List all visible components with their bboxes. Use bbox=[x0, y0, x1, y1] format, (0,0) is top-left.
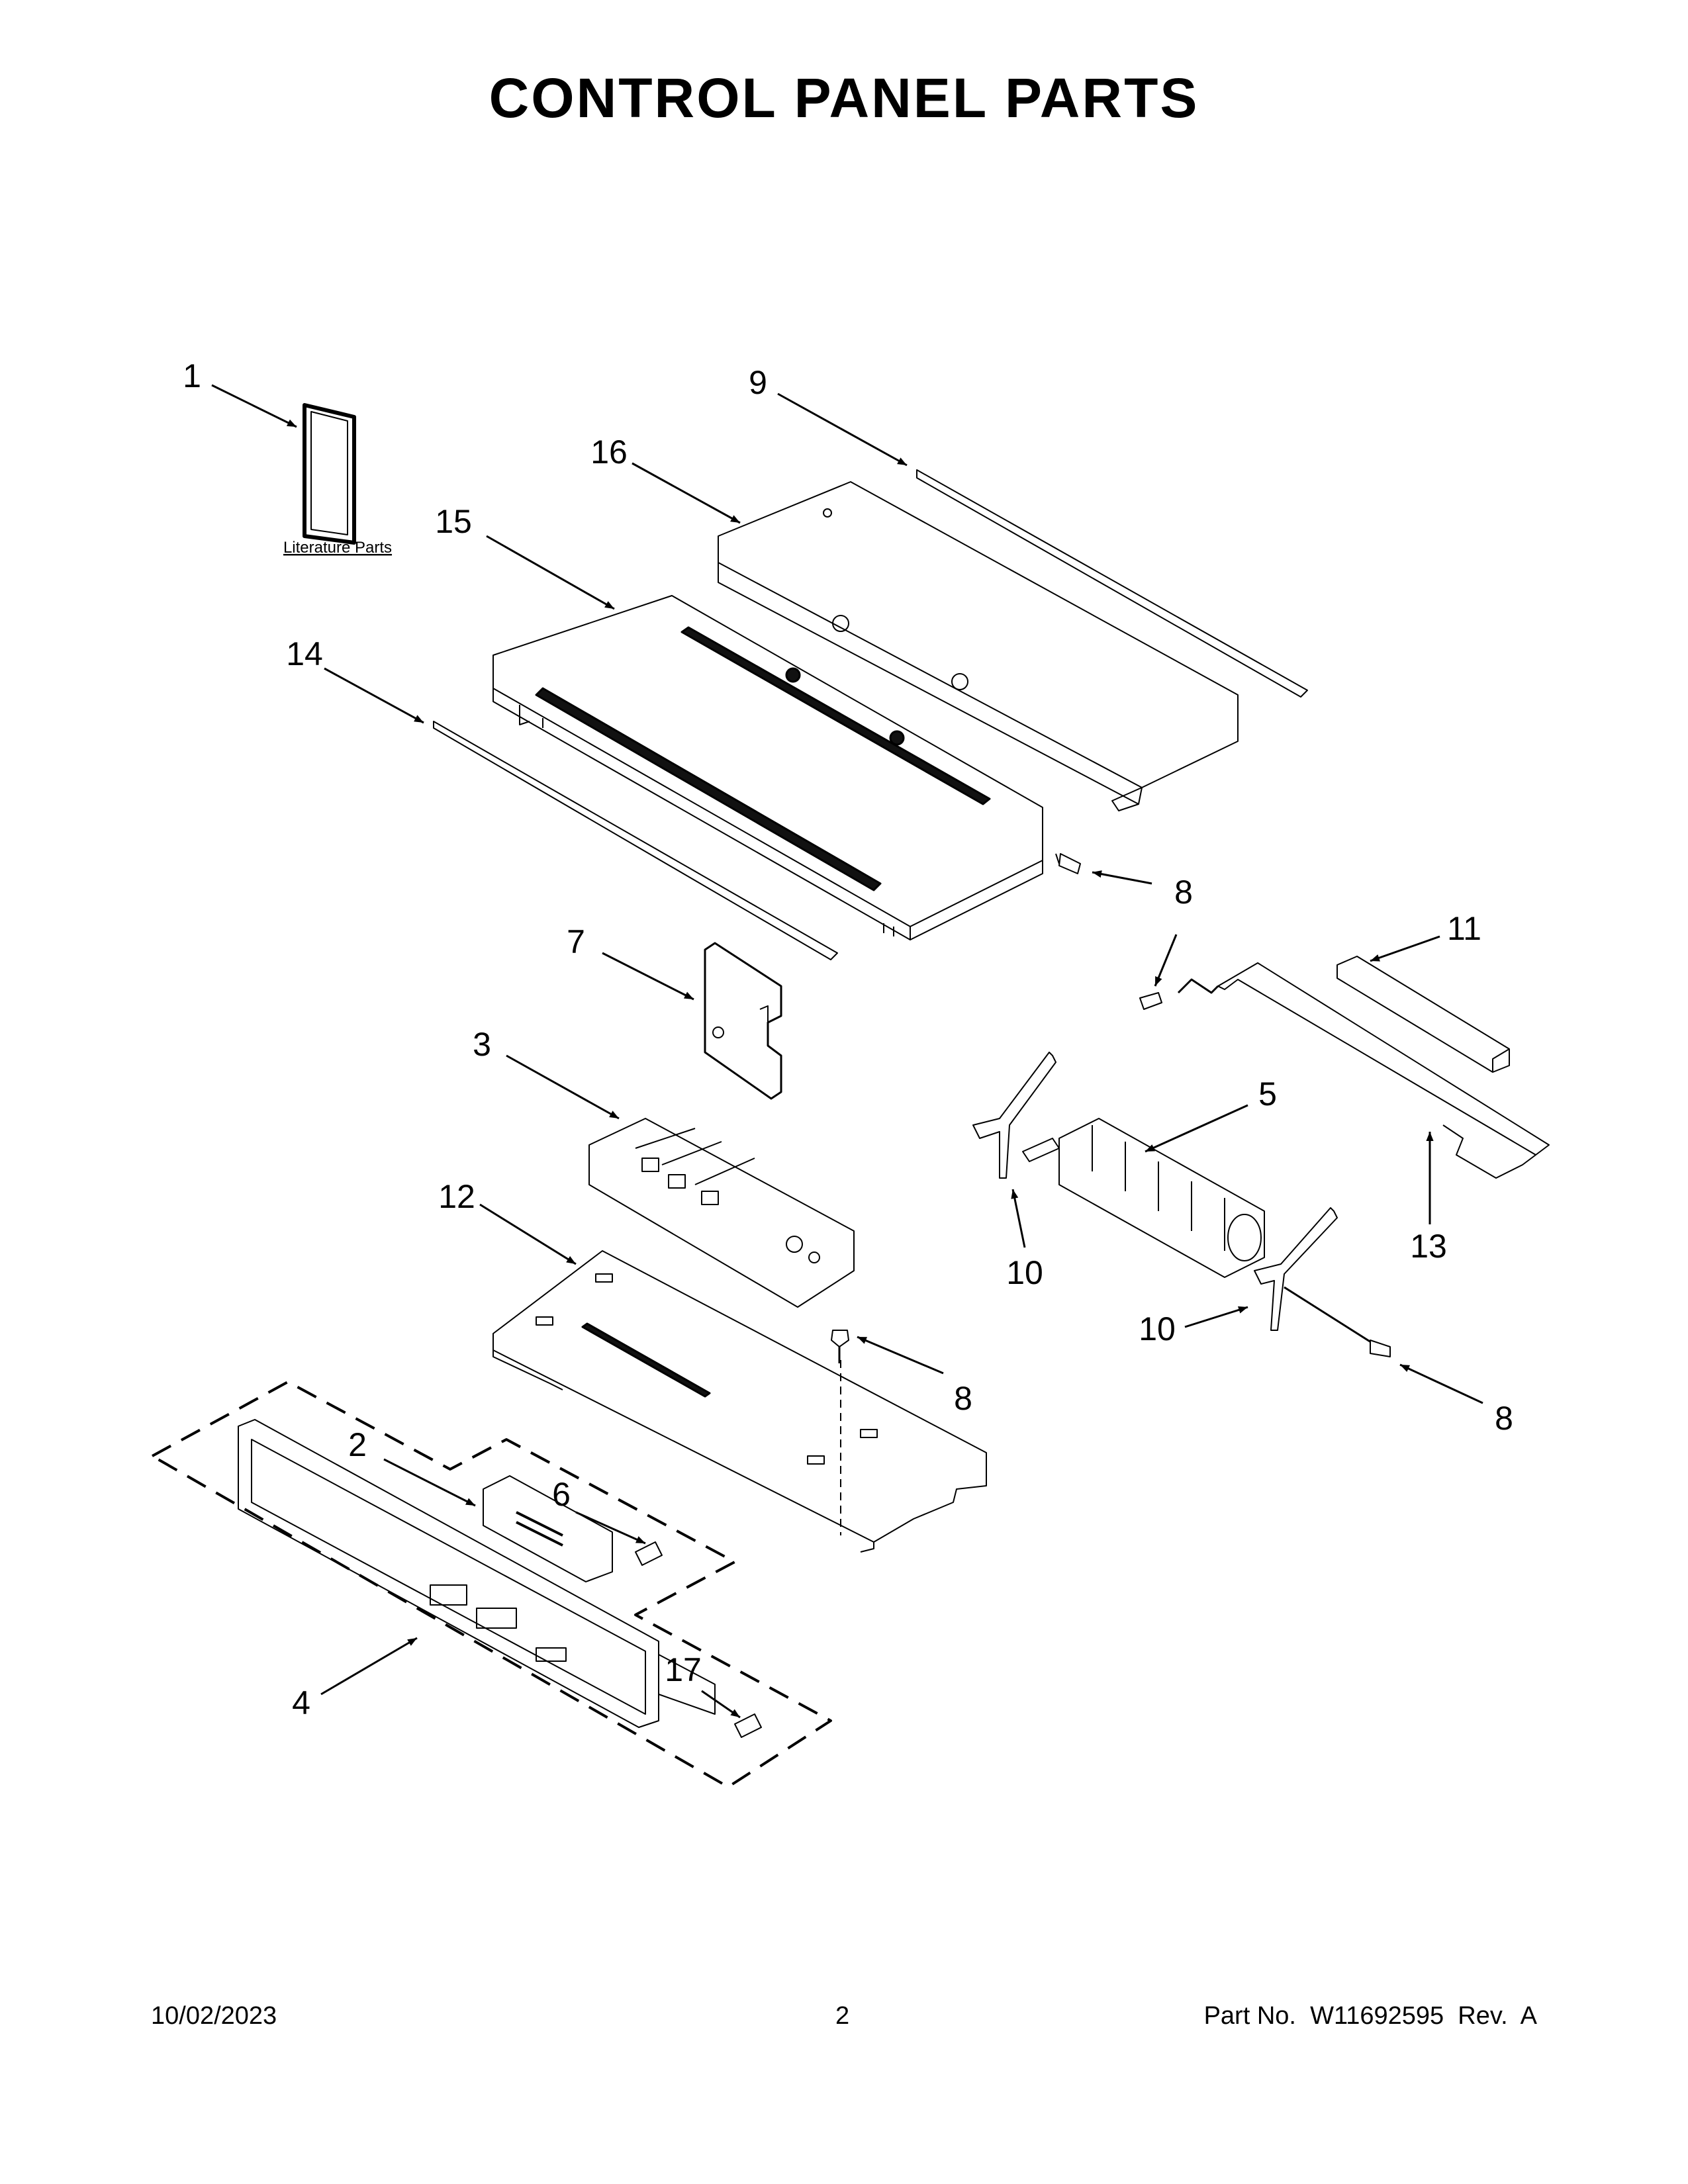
leader-12 bbox=[479, 1203, 577, 1265]
ui-board bbox=[483, 1475, 613, 1582]
callout-16: 16 bbox=[590, 433, 628, 471]
screw-part-8-c bbox=[1370, 1340, 1391, 1357]
callout-12: 12 bbox=[438, 1178, 475, 1215]
insulation-sheet bbox=[704, 942, 782, 1100]
top-gasket-strip bbox=[916, 469, 1308, 698]
leader-4 bbox=[320, 1637, 418, 1696]
callout-8-d: 8 bbox=[954, 1380, 972, 1417]
leader-10-left bbox=[1011, 1189, 1026, 1248]
leader-10-right bbox=[1184, 1306, 1248, 1328]
leader-2 bbox=[383, 1458, 476, 1507]
footer-page-number: 2 bbox=[835, 2002, 850, 2030]
bracket-rail bbox=[1177, 962, 1550, 1179]
screw-part-8-a bbox=[1055, 853, 1081, 874]
blower-fan bbox=[1022, 1118, 1265, 1278]
leader-11 bbox=[1370, 935, 1440, 962]
ui-assembly-boundary bbox=[151, 1381, 832, 1788]
callout-1: 1 bbox=[183, 357, 201, 394]
leader-3 bbox=[506, 1054, 620, 1120]
leader-16 bbox=[632, 462, 741, 524]
literature-parts-label: Literature Parts bbox=[283, 539, 392, 557]
callout-10-right: 10 bbox=[1139, 1310, 1176, 1347]
screw-part-17 bbox=[734, 1713, 762, 1738]
leader-1 bbox=[211, 384, 297, 428]
leader-6 bbox=[575, 1511, 646, 1545]
control-board bbox=[588, 1118, 855, 1308]
top-cover-plate bbox=[718, 481, 1239, 811]
screw-part-8-b bbox=[1139, 992, 1162, 1010]
bracket-part-10-left bbox=[972, 1052, 1056, 1179]
footer-date: 10/02/2023 bbox=[151, 2002, 277, 2030]
callout-17: 17 bbox=[665, 1651, 702, 1688]
leader-14 bbox=[324, 667, 424, 724]
callout-2: 2 bbox=[348, 1426, 367, 1463]
footer-part-number: Part No. W11692595 Rev. A bbox=[1203, 2002, 1537, 2030]
leader-17 bbox=[701, 1690, 741, 1719]
literature-booklet bbox=[303, 403, 356, 545]
callout-13: 13 bbox=[1410, 1228, 1447, 1265]
callout-6: 6 bbox=[552, 1476, 571, 1513]
leader-5 bbox=[1145, 1104, 1248, 1153]
bracket-part-10-right bbox=[1254, 1207, 1384, 1351]
leader-8d bbox=[857, 1336, 944, 1375]
leader-15 bbox=[486, 535, 615, 610]
callout-9: 9 bbox=[749, 364, 767, 401]
callout-7: 7 bbox=[567, 923, 585, 960]
screw-part-8-d bbox=[831, 1330, 849, 1363]
callout-14: 14 bbox=[286, 635, 323, 672]
rail-cover bbox=[1336, 956, 1510, 1073]
callout-11: 11 bbox=[1447, 910, 1481, 947]
leader-8b bbox=[1154, 934, 1178, 987]
leader-7 bbox=[602, 952, 694, 1001]
callout-10-left: 10 bbox=[1006, 1254, 1043, 1291]
callout-5: 5 bbox=[1258, 1075, 1277, 1113]
callout-8-a: 8 bbox=[1174, 874, 1193, 911]
callout-8-c: 8 bbox=[1495, 1400, 1513, 1437]
page-title: CONTROL PANEL PARTS bbox=[489, 67, 1199, 129]
ui-console bbox=[238, 1419, 716, 1728]
mounting-plate bbox=[492, 1250, 987, 1553]
screw-part-6 bbox=[635, 1541, 663, 1566]
leader-9 bbox=[777, 392, 908, 467]
leader-8c bbox=[1399, 1363, 1483, 1404]
leader-8a bbox=[1092, 870, 1152, 885]
control-panel-housing bbox=[492, 595, 1043, 940]
callout-3: 3 bbox=[473, 1026, 491, 1063]
front-gasket-strip bbox=[433, 721, 838, 960]
callout-15: 15 bbox=[435, 503, 472, 540]
callout-4: 4 bbox=[292, 1684, 310, 1721]
